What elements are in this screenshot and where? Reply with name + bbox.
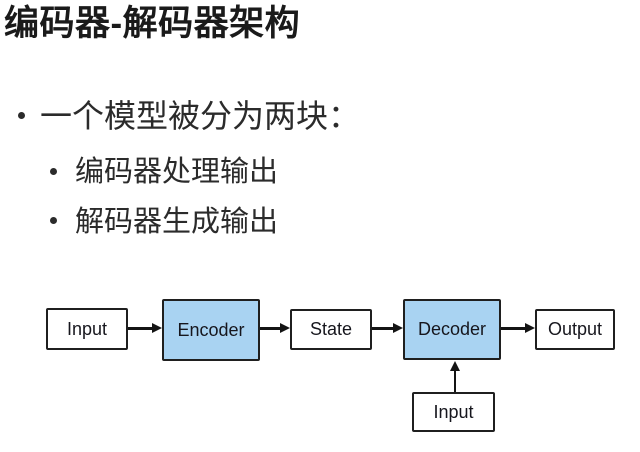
flow-arrow-state-to-decoder bbox=[372, 327, 393, 330]
bullet-dot-icon bbox=[50, 168, 57, 175]
bullet-dot-icon bbox=[50, 217, 57, 224]
flow-arrow-input-to-decoder bbox=[453, 371, 456, 392]
diagram-node-state: State bbox=[290, 309, 372, 350]
diagram-node-input-top: Input bbox=[46, 308, 128, 350]
diagram-node-decoder: Decoder bbox=[403, 299, 501, 360]
diagram-node-output: Output bbox=[535, 309, 615, 350]
sub-bullet-encoder: 编码器处理输出 bbox=[75, 156, 279, 188]
diagram-node-encoder: Encoder bbox=[162, 299, 260, 361]
slide-title: 编码器-解码器架构 bbox=[4, 4, 301, 43]
diagram-node-input-bottom: Input bbox=[412, 392, 495, 432]
bullet-item-model-split: 一个模型被分为两块： bbox=[40, 98, 361, 134]
flow-arrow-decoder-to-output bbox=[501, 327, 525, 330]
flow-arrow-input-to-encoder bbox=[128, 327, 152, 330]
sub-bullet-decoder: 解码器生成输出 bbox=[75, 206, 279, 238]
flow-arrow-encoder-to-state bbox=[260, 327, 280, 330]
bullet-dot-icon bbox=[18, 112, 25, 119]
